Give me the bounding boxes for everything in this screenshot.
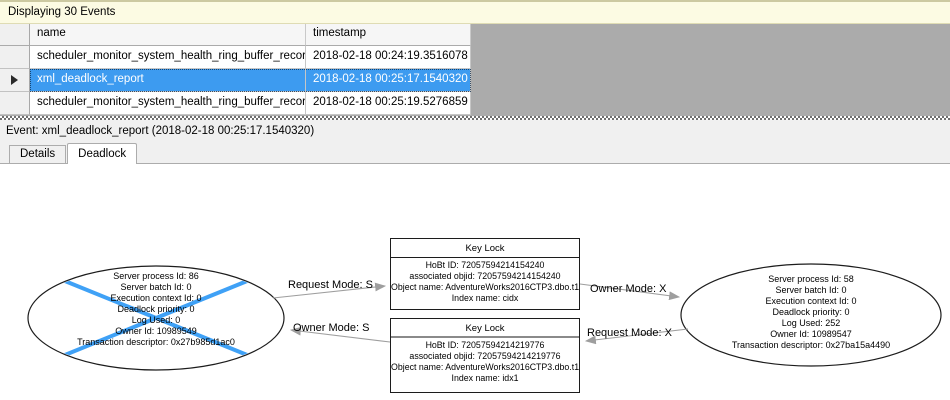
process-detail-line: Execution context Id: 0 <box>765 296 857 306</box>
deadlock-graph: Server process Id: 86 Server batch Id: 0… <box>0 164 950 400</box>
process-detail-line: Execution context Id: 0 <box>110 293 202 303</box>
lock-detail-line: associated objid: 72057594214154240 <box>409 271 561 281</box>
lock-detail-line: Index name: cidx <box>451 293 519 303</box>
current-row-marker-icon <box>11 75 18 85</box>
grid-header-row: name timestamp <box>0 24 471 46</box>
lock-detail-line: associated objid: 72057594214219776 <box>409 351 561 361</box>
edge-label-owner-x: Owner Mode: X <box>590 283 667 295</box>
process-detail-line: Deadlock priority: 0 <box>117 304 195 314</box>
events-grid: name timestamp scheduler_monitor_system_… <box>0 24 950 116</box>
process-details: Server process Id: 58 Server batch Id: 0… <box>691 274 931 351</box>
edge-label-request-x: Request Mode: X <box>587 327 672 339</box>
row-selector-header-cell <box>0 24 30 46</box>
process-detail-line: Transaction descriptor: 0x27ba15a4490 <box>731 340 891 350</box>
process-detail-line: Server process Id: 58 <box>768 274 854 284</box>
event-timestamp-cell: 2018-02-18 00:25:19.5276859 <box>306 92 471 115</box>
event-timestamp-cell: 2018-02-18 00:24:19.3516078 <box>306 46 471 69</box>
edge-request-x <box>584 328 689 345</box>
tab-deadlock[interactable]: Deadlock <box>67 143 138 164</box>
lock-detail-line: Object name: AdventureWorks2016CTP3.dbo.… <box>391 362 580 372</box>
edge-owner-s <box>289 326 391 343</box>
edge-owner-x <box>579 283 681 301</box>
process-detail-line: Owner Id: 10989547 <box>770 329 852 339</box>
process-node-victim <box>27 265 285 371</box>
lock-detail-line: HoBt ID: 72057594214219776 <box>425 340 545 350</box>
edge-request-s <box>272 282 387 299</box>
lock-node-top: Key Lock HoBt ID: 72057594214154240 asso… <box>390 238 580 310</box>
lock-detail-line: Object name: AdventureWorks2016CTP3.dbo.… <box>391 282 580 292</box>
process-detail-line: Transaction descriptor: 0x27b985d1ac0 <box>77 337 235 347</box>
event-name-cell: scheduler_monitor_system_health_ring_buf… <box>30 92 306 115</box>
process-detail-line: Owner Id: 10989549 <box>115 326 197 336</box>
event-name-cell: scheduler_monitor_system_health_ring_buf… <box>30 46 306 69</box>
edge-label-owner-s: Owner Mode: S <box>293 322 370 334</box>
edge-label-request-s: Request Mode: S <box>288 279 373 291</box>
detail-tabstrip: Details Deadlock <box>0 142 950 164</box>
process-detail-line: Server batch Id: 0 <box>775 285 847 295</box>
event-timestamp-cell: 2018-02-18 00:25:17.1540320 <box>306 69 471 92</box>
victim-x-icon <box>29 267 283 369</box>
lock-node-title: Key Lock <box>391 319 579 338</box>
row-selector-cell <box>0 92 30 115</box>
event-name-cell: xml_deadlock_report <box>30 69 306 92</box>
process-detail-line: Log Used: 0 <box>131 315 181 325</box>
lock-detail-line: HoBt ID: 72057594214154240 <box>425 260 545 270</box>
column-header-name[interactable]: name <box>30 24 306 46</box>
process-detail-line: Log Used: 252 <box>781 318 841 328</box>
event-row[interactable]: scheduler_monitor_system_health_ring_buf… <box>0 92 471 115</box>
deadlock-graph-canvas <box>27 263 942 371</box>
pane-splitter[interactable] <box>0 116 950 120</box>
lock-node-title: Key Lock <box>391 239 579 258</box>
lock-node-bottom: Key Lock HoBt ID: 72057594214219776 asso… <box>390 318 580 393</box>
lock-detail-line: Index name: idx1 <box>451 373 519 383</box>
event-row[interactable]: scheduler_monitor_system_health_ring_buf… <box>0 46 471 69</box>
process-node <box>680 263 942 367</box>
row-selector-cell <box>0 46 30 69</box>
selected-event-label: Event: xml_deadlock_report (2018-02-18 0… <box>0 120 950 142</box>
tab-details[interactable]: Details <box>9 145 67 163</box>
column-header-timestamp[interactable]: timestamp <box>306 24 471 46</box>
process-detail-line: Server process Id: 86 <box>113 271 199 281</box>
event-row-selected[interactable]: xml_deadlock_report 2018-02-18 00:25:17.… <box>0 69 471 92</box>
process-detail-line: Deadlock priority: 0 <box>772 307 850 317</box>
row-selector-cell <box>0 69 30 92</box>
process-victim-details: Server process Id: 86 Server batch Id: 0… <box>36 271 276 348</box>
process-detail-line: Server batch Id: 0 <box>120 282 192 292</box>
events-count-header: Displaying 30 Events <box>0 0 950 24</box>
